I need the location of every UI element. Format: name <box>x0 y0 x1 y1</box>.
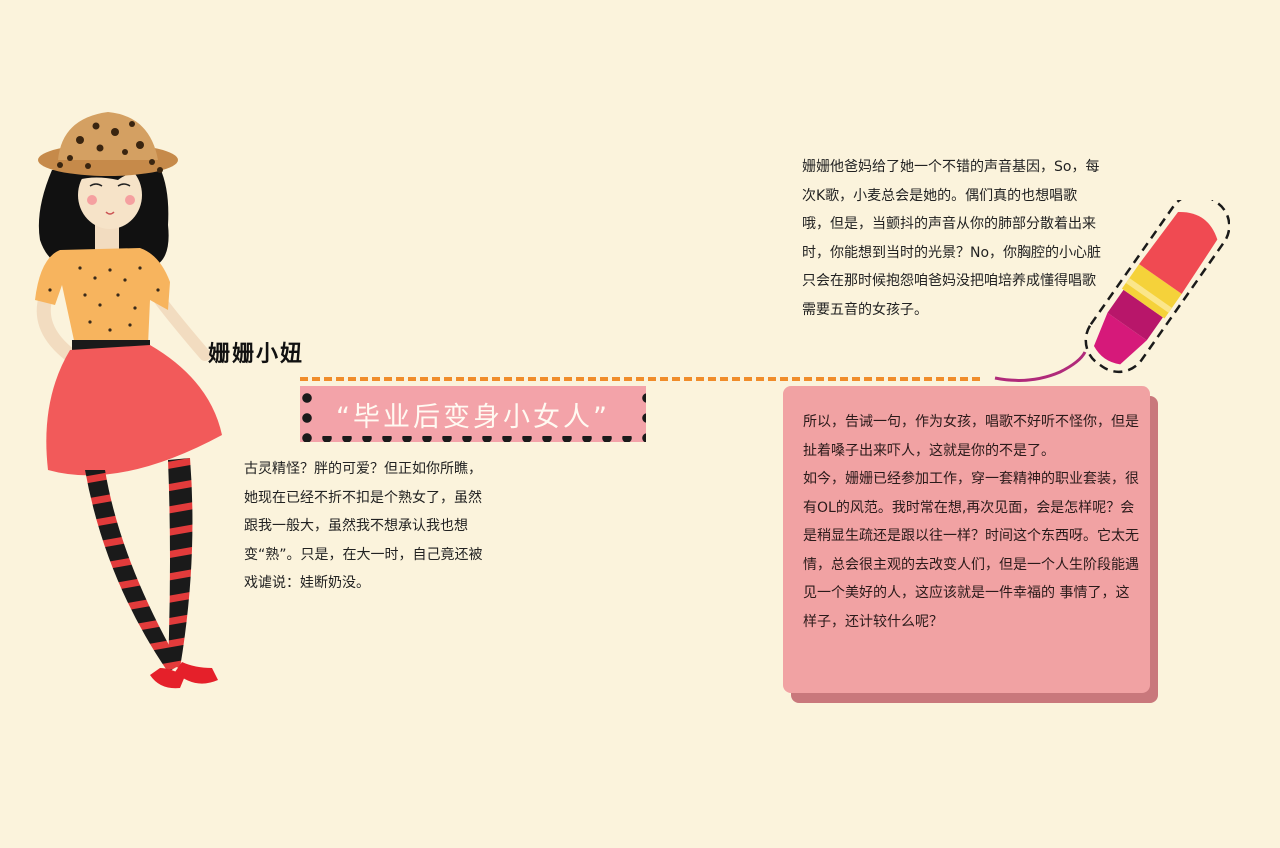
story-card: 所以，告诫一句，作为女孩，唱歌不好听不怪你，但是扯着嗓子出来吓人，这就是你的不是… <box>783 386 1150 693</box>
lipstick-icon <box>994 200 1230 382</box>
card-paragraph-1: 所以，告诫一句，作为女孩，唱歌不好听不怪你，但是扯着嗓子出来吓人，这就是你的不是… <box>803 414 1139 459</box>
headline-banner: “毕业后变身小女人” <box>300 386 646 442</box>
girl-illustration <box>35 112 222 689</box>
headline-text: “毕业后变身小女人” <box>336 401 610 433</box>
headline-banner-inner: “毕业后变身小女人” <box>314 392 632 436</box>
intro-paragraph: 古灵精怪？胖的可爱？但正如你所瞧，她现在已经不折不扣是个熟女了，虽然跟我一般大，… <box>244 461 483 591</box>
character-name: 姗姗小妞 <box>208 342 305 367</box>
singing-paragraph: 姗姗他爸妈给了她一个不错的声音基因，So，每次K歌，小麦总会是她的。偶们真的也想… <box>802 159 1102 318</box>
card-paragraph-2: 如今，姗姗已经参加工作，穿一套精神的职业套装，很有OL的风范。我时常在想,再次见… <box>803 471 1139 630</box>
dashed-divider <box>300 377 980 385</box>
